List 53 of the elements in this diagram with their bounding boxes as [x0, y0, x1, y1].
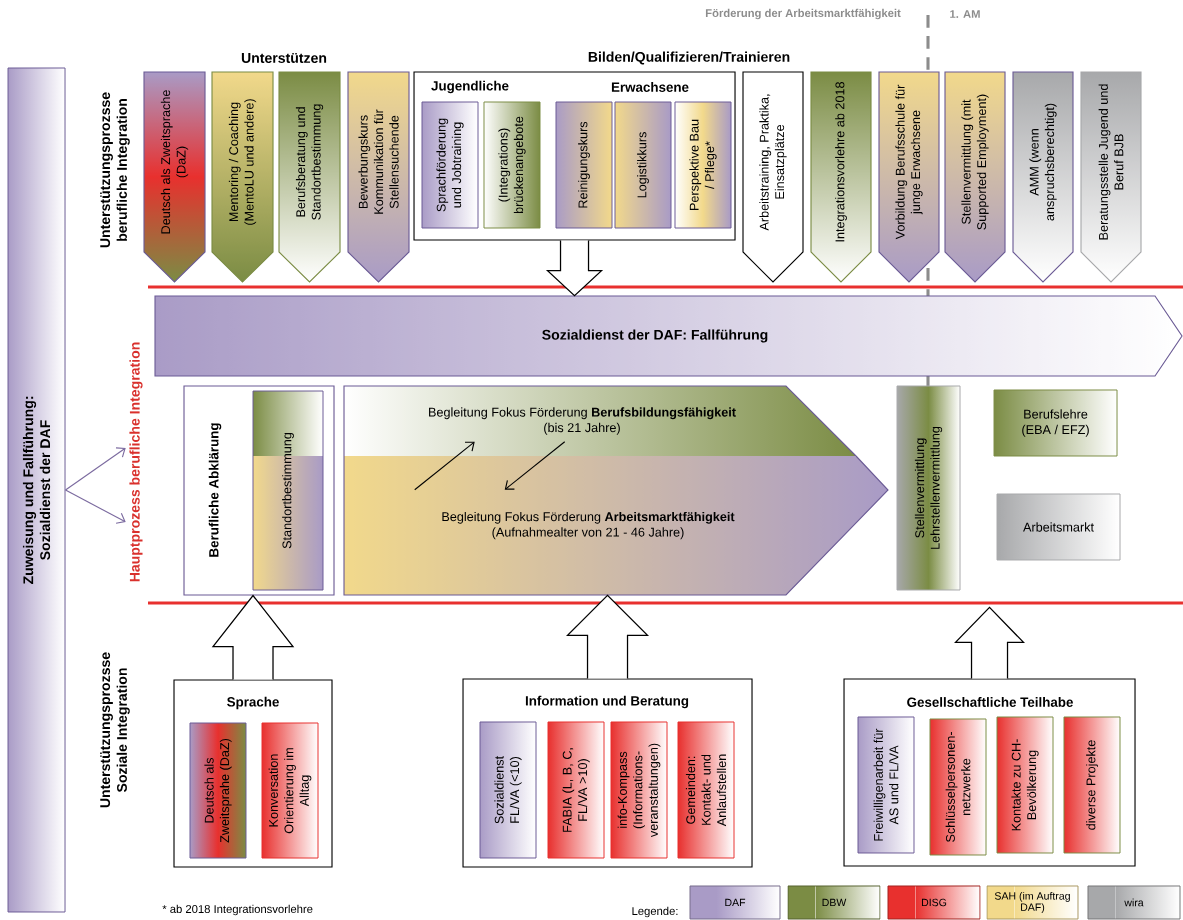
service-box: Konversation Orientierung im Alltag [261, 722, 319, 859]
process-box: Stellenvermittlung Lehrstellenvermittlung [896, 385, 961, 591]
legend-label: DISG [921, 898, 947, 907]
process-band: Begleitung Fokus Förderung Berufsbildungsfähigkeit (bis 21 Jahre) [343, 385, 857, 457]
outcome-box: Berufslehre (EBA / EFZ) [993, 389, 1118, 457]
block-arrow [566, 594, 650, 680]
legend-label: DBW [822, 898, 847, 907]
service-box: diverse Projekte [1063, 716, 1121, 854]
pentagon-card: Deutsch als Zweitsprache (DaZ) [143, 71, 206, 283]
course-box: (Integrations) brückenangebote [483, 101, 541, 229]
service-box: Schlüsselpersonen- netzwerke [929, 718, 987, 856]
section-label: 1. AM [950, 10, 980, 18]
arrow [414, 441, 475, 491]
process-band: Zuweisung und Fallführung: Sozialdienst der DAF [7, 67, 66, 913]
course-box: Logistikkurs [614, 101, 672, 229]
pentagon-card: Stellenvermittlung (mit Supported Employment) [944, 71, 1006, 283]
split-box: Standortbestimmung [252, 390, 324, 591]
service-box: Deutsch als Zweitsprahe (DaZ) [189, 722, 247, 859]
arrow [504, 441, 566, 490]
legend-label: DAF [725, 898, 746, 907]
course-box: Reinigungskurs [555, 101, 613, 229]
service-box: info-Kompass (Informations- veranstaltungen) [610, 721, 668, 859]
service-box: Kontakte zu CH- Bevölkerung [996, 716, 1054, 854]
pentagon-card: AMM (wenn anspruchsberechtigt) [1012, 71, 1074, 283]
course-box: Perspektive Bau / Pflege* [674, 101, 732, 229]
section-label: Unterstützungsprozsse berufliche Integration [100, 92, 130, 248]
pentagon-card: Integrationsvorlehre ab 2018 [810, 71, 872, 283]
service-box: Sozialdienst FL/VA (<10) [479, 721, 537, 859]
block-arrow [211, 594, 295, 681]
outcome-box: Arbeitsmarkt [996, 493, 1121, 561]
footnote: * ab 2018 Integrationsvorlehre [162, 904, 313, 916]
service-box: Freiwilligenarbeit für AS und FL/VA [857, 716, 915, 854]
section-label: Förderung der Arbeitsmarktfähigkeit [705, 8, 901, 20]
service-box: Gemeinden: Kontakt- und Anlaufstellen [677, 721, 735, 859]
section-label: Hauptprozess berufliche Integration [129, 342, 143, 582]
arrow [64, 447, 126, 491]
legend-title: Legende: [632, 906, 678, 918]
pentagon-card: Vorbildung Berufsschule für junge Erwachsene [878, 71, 940, 283]
service-box: FABIA (L, B, C, FL/VA >10) [547, 721, 605, 859]
pentagon-card: Beratungsstelle Jugend und Beruf BJB [1080, 71, 1142, 283]
pentagon-card: Mentoring / Coaching (MentoLU und andere) [211, 71, 274, 283]
pentagon-card: Berufsberatung und Standortbestimmung [278, 71, 341, 283]
block-arrow [954, 606, 1026, 680]
legend-label: wira [1124, 898, 1144, 907]
section-label: Unterstützungsprozsse Soziale Integration [100, 652, 130, 808]
course-box: Sprachförderung und Jobtraining [421, 101, 479, 229]
pentagon-card: Bewerbungskurs Kommunikation für Stellensuchende [347, 71, 410, 283]
block-arrow [545, 239, 604, 297]
heading: Bilden/Qualifizieren/Trainieren [588, 51, 790, 65]
arrow [64, 489, 126, 524]
heading: Unterstützen [241, 53, 327, 63]
pentagon-card: Arbeitstraining, Praktika, Einsatzplätze [742, 71, 804, 283]
legend-label: SAH (im Auftrag DAF) [994, 891, 1070, 913]
